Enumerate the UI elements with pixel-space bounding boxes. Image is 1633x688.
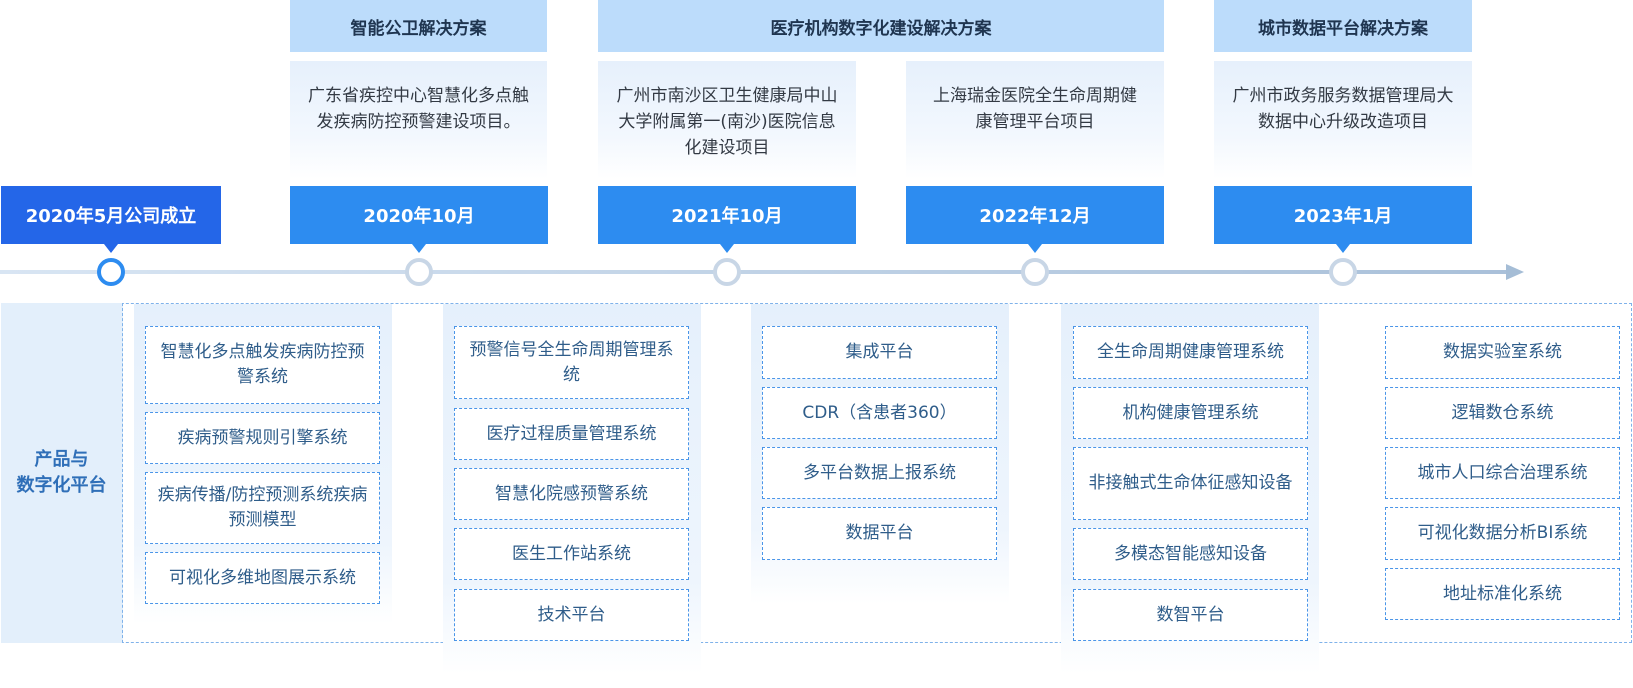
timeline-node-2021-10 — [713, 258, 741, 286]
product-item: 疾病传播/防控预测系统疾病预测模型 — [145, 472, 380, 544]
product-item: 医生工作站系统 — [454, 528, 689, 580]
solution-header-public-health: 智能公卫解决方案 — [290, 0, 547, 52]
timeline-node-2023-01 — [1329, 258, 1357, 286]
solution-header-medical-institution: 医疗机构数字化建设解决方案 — [598, 0, 1164, 52]
product-item: 多平台数据上报系统 — [762, 447, 997, 499]
product-item: 数据平台 — [762, 507, 997, 560]
milestone-label-2021-10: 2021年10月 — [598, 186, 856, 253]
product-item: 集成平台 — [762, 326, 997, 379]
milestone-label-text: 2021年10月 — [671, 206, 783, 227]
solution-header-city-data: 城市数据平台解决方案 — [1214, 0, 1472, 52]
pointer-arrow — [1028, 244, 1042, 253]
products-panel-title: 产品与 数字化平台 — [1, 303, 123, 643]
product-item: 城市人口综合治理系统 — [1385, 447, 1620, 499]
milestone-label-founding: 2020年5月公司成立 — [1, 186, 221, 253]
milestone-label-text: 2022年12月 — [979, 206, 1091, 227]
product-item: 技术平台 — [454, 589, 689, 641]
milestone-label-text: 2023年1月 — [1293, 206, 1393, 227]
product-item: 预警信号全生命周期管理系统 — [454, 326, 689, 399]
project-card-guangzhou-data: 广州市政务服务数据管理局大数据中心升级改造项目 — [1214, 61, 1472, 179]
project-card-ruijin: 上海瑞金医院全生命周期健康管理平台项目 — [906, 61, 1164, 179]
milestone-label-text: 2020年5月公司成立 — [25, 206, 197, 227]
project-card-nansha: 广州市南沙区卫生健康局中山大学附属第一(南沙)医院信息化建设项目 — [598, 61, 856, 179]
product-item: 可视化数据分析BI系统 — [1385, 507, 1620, 560]
timeline-line — [0, 270, 1512, 274]
pointer-arrow — [1336, 244, 1350, 253]
product-item: 数据实验室系统 — [1385, 326, 1620, 379]
product-item: 多模态智能感知设备 — [1073, 528, 1308, 580]
timeline-node-founding — [97, 258, 125, 286]
product-item: 医疗过程质量管理系统 — [454, 408, 689, 460]
timeline-node-2022-12 — [1021, 258, 1049, 286]
product-item: CDR（含患者360） — [762, 387, 997, 439]
timeline-node-2020-10 — [405, 258, 433, 286]
milestone-label-2022-12: 2022年12月 — [906, 186, 1164, 253]
product-item: 机构健康管理系统 — [1073, 387, 1308, 439]
product-item: 疾病预警规则引擎系统 — [145, 412, 380, 464]
project-card-guangdong-cdc: 广东省疾控中心智慧化多点触发疾病防控预警建设项目。 — [290, 61, 547, 179]
products-title-line1: 产品与 — [34, 449, 89, 470]
milestone-label-2023-01: 2023年1月 — [1214, 186, 1472, 253]
pointer-arrow — [412, 244, 426, 253]
timeline-arrow-icon — [1506, 264, 1524, 280]
product-item: 地址标准化系统 — [1385, 568, 1620, 620]
products-title-line2: 数字化平台 — [16, 475, 107, 496]
pointer-arrow — [720, 244, 734, 253]
product-item: 可视化多维地图展示系统 — [145, 552, 380, 604]
milestone-label-2020-10: 2020年10月 — [290, 186, 548, 253]
product-item: 数智平台 — [1073, 589, 1308, 641]
product-item: 全生命周期健康管理系统 — [1073, 326, 1308, 379]
milestone-label-text: 2020年10月 — [363, 206, 475, 227]
product-item: 非接触式生命体征感知设备 — [1073, 447, 1308, 520]
product-item: 逻辑数仓系统 — [1385, 387, 1620, 439]
product-item: 智慧化多点触发疾病防控预警系统 — [145, 326, 380, 404]
pointer-arrow — [104, 244, 118, 253]
product-item: 智慧化院感预警系统 — [454, 468, 689, 520]
